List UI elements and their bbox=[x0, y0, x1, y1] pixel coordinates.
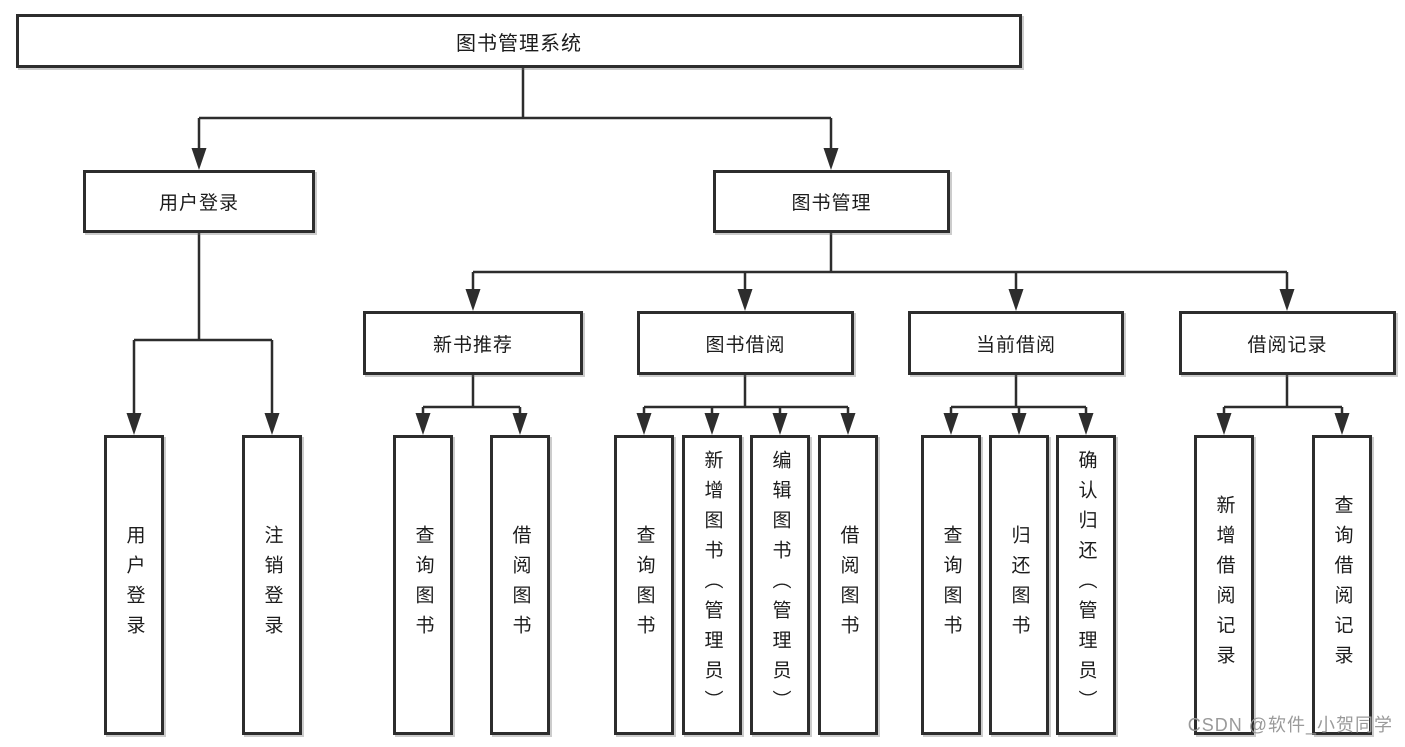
leaf-return-books: 归还图书 bbox=[989, 435, 1049, 735]
leaf-current-query-books: 查询图书 bbox=[921, 435, 981, 735]
node-book-borrow-label: 图书借阅 bbox=[705, 334, 786, 356]
leaf-borrow-query-books-label: 查询图书 bbox=[633, 525, 655, 645]
leaf-recommend-query-books: 查询图书 bbox=[393, 435, 453, 735]
leaf-user-login: 用户登录 bbox=[104, 435, 164, 735]
arrowheads bbox=[126, 148, 1350, 435]
leaf-add-borrow-record-label: 新增借阅记录 bbox=[1213, 495, 1235, 675]
node-user-login: 用户登录 bbox=[83, 170, 315, 233]
leaf-recommend-borrow-books-label: 借阅图书 bbox=[509, 525, 531, 645]
node-borrow-records-label: 借阅记录 bbox=[1247, 334, 1328, 356]
leaf-user-login-label: 用户登录 bbox=[123, 525, 145, 645]
leaf-return-books-label: 归还图书 bbox=[1008, 525, 1030, 645]
node-root: 图书管理系统 bbox=[16, 14, 1022, 68]
watermark: CSDN @软件_小贺同学 bbox=[1187, 715, 1393, 735]
node-current-borrow-label: 当前借阅 bbox=[975, 334, 1056, 356]
leaf-borrow-query-books: 查询图书 bbox=[614, 435, 674, 735]
node-current-borrow: 当前借阅 bbox=[908, 311, 1124, 375]
leaf-confirm-return-admin-label: 确认归还（管理员） bbox=[1075, 450, 1097, 720]
leaf-logout-label: 注销登录 bbox=[261, 525, 283, 645]
leaf-borrow-books-label: 借阅图书 bbox=[837, 525, 859, 645]
node-book-borrow: 图书借阅 bbox=[637, 311, 854, 375]
leaf-recommend-borrow-books: 借阅图书 bbox=[490, 435, 550, 735]
leaf-borrow-books: 借阅图书 bbox=[818, 435, 878, 735]
leaf-query-borrow-record: 查询借阅记录 bbox=[1312, 435, 1372, 735]
leaf-edit-books-admin-label: 编辑图书（管理员） bbox=[769, 450, 791, 720]
leaf-add-borrow-record: 新增借阅记录 bbox=[1194, 435, 1254, 735]
leaf-add-books-admin: 新增图书（管理员） bbox=[682, 435, 742, 735]
leaf-add-books-admin-label: 新增图书（管理员） bbox=[701, 450, 723, 720]
leaf-edit-books-admin: 编辑图书（管理员） bbox=[750, 435, 810, 735]
node-root-label: 图书管理系统 bbox=[456, 32, 582, 55]
leaf-confirm-return-admin: 确认归还（管理员） bbox=[1056, 435, 1116, 735]
leaf-query-borrow-record-label: 查询借阅记录 bbox=[1331, 495, 1353, 675]
leaf-current-query-books-label: 查询图书 bbox=[940, 525, 962, 645]
node-user-login-label: 用户登录 bbox=[158, 193, 239, 214]
node-book-management: 图书管理 bbox=[713, 170, 950, 233]
node-book-management-label: 图书管理 bbox=[791, 193, 872, 214]
node-new-book-recommend-label: 新书推荐 bbox=[432, 334, 513, 356]
node-borrow-records: 借阅记录 bbox=[1179, 311, 1396, 375]
leaf-recommend-query-books-label: 查询图书 bbox=[412, 525, 434, 645]
leaf-logout: 注销登录 bbox=[242, 435, 302, 735]
node-new-book-recommend: 新书推荐 bbox=[363, 311, 583, 375]
